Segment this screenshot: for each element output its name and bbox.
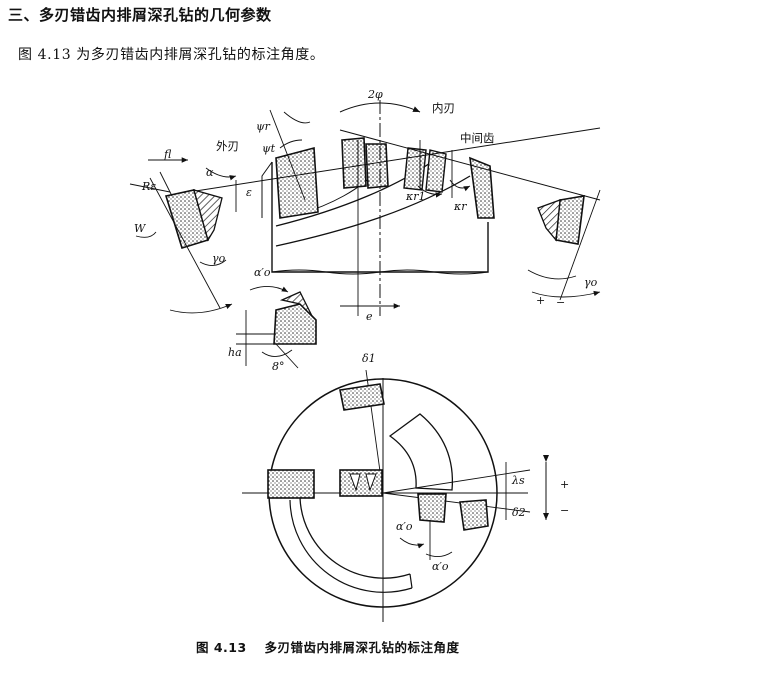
label-fl: fl — [163, 148, 172, 161]
label-plus: + — [536, 294, 545, 307]
label-kappa-r2: κr — [453, 200, 467, 213]
label-plus-right: + — [560, 478, 569, 491]
label-ha: ha — [228, 346, 242, 359]
middle-tooth-c — [469, 156, 495, 219]
label-delta-1: δ1 — [362, 352, 376, 365]
label-delta-2: δ2 — [512, 506, 526, 519]
label-w: W — [134, 222, 147, 235]
end-insert-right-b — [459, 499, 489, 531]
intro-text: 图 4.13 为多刃错齿内排屑深孔钻的标注角度。 — [18, 47, 325, 63]
outer-tooth — [275, 146, 319, 219]
top-view — [169, 100, 601, 316]
inner-tooth-a — [341, 137, 367, 189]
label-outer-edge: 外刃 — [216, 139, 239, 153]
end-insert-left — [267, 469, 315, 499]
figure-caption: 图 4.13 多刃错齿内排屑深孔钻的标注角度 — [196, 640, 460, 655]
label-e: e — [366, 310, 373, 323]
label-2phi: 2φ — [367, 88, 383, 101]
label-lambda-s: λs — [511, 474, 525, 487]
label-minus-right: − — [560, 504, 569, 517]
label-alpha-prime-b: α′o — [396, 520, 413, 533]
label-gamma-right: γo — [584, 276, 598, 289]
label-epsilon: ε — [246, 186, 252, 199]
label-psi-r: ψr — [256, 120, 271, 133]
label-alpha: α — [206, 166, 214, 179]
label-r-epsilon: Rε — [141, 180, 156, 193]
figure-labels: 2φ 内刃 中间齿 外刃 ψr ψt fl Rε α ε W γo κr1 κr… — [134, 88, 598, 573]
label-alpha-prime: α′o — [254, 266, 271, 279]
end-insert-top — [339, 383, 385, 411]
end-view — [242, 369, 549, 622]
label-inner-edge: 内刃 — [432, 101, 455, 115]
label-gamma-left: γo — [212, 252, 226, 265]
label-psi-t: ψt — [262, 142, 276, 155]
section-heading: 三、多刃错齿内排屑深孔钻的几何参数 — [8, 6, 272, 24]
bottom-left-detail — [236, 286, 317, 369]
left-section-detail — [129, 157, 237, 314]
label-kappa-r1: κr1 — [405, 190, 425, 203]
label-8deg: 8° — [272, 360, 285, 373]
label-minus: − — [556, 296, 565, 309]
end-insert-right-a — [417, 493, 447, 523]
right-section-detail — [527, 189, 601, 301]
inner-tooth-b — [365, 143, 389, 189]
label-middle-tooth: 中间齿 — [460, 131, 495, 145]
label-alpha-prime-c: α′o — [432, 560, 449, 573]
middle-tooth-a — [403, 147, 427, 191]
